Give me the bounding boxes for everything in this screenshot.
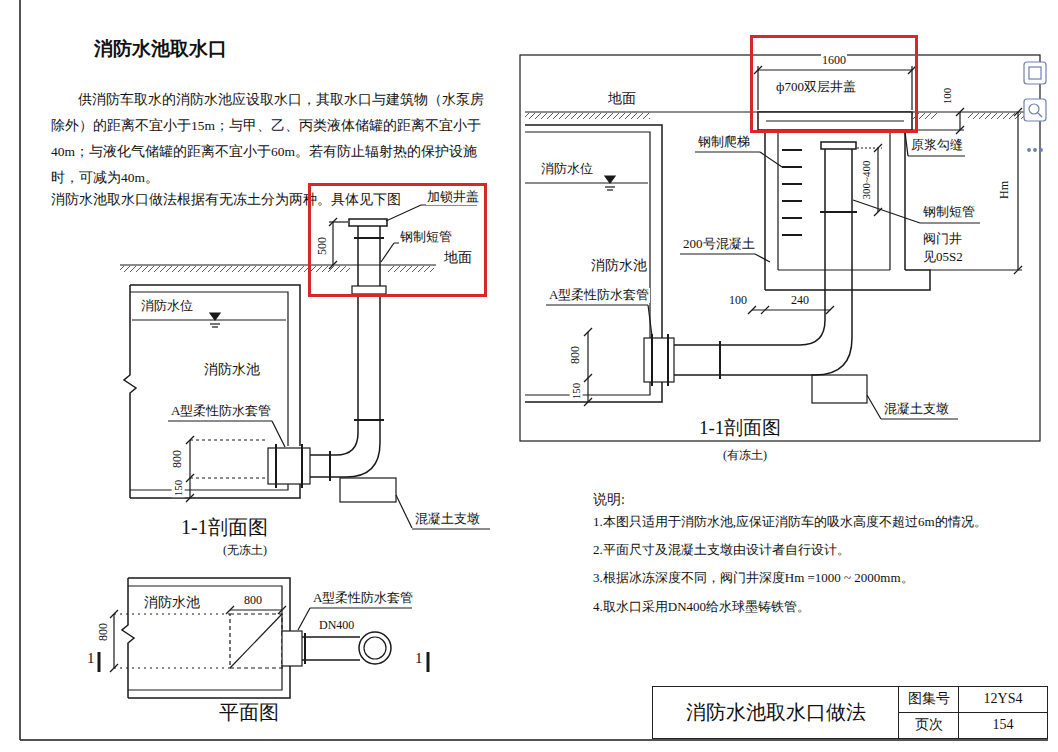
pipe-callout: 钢制短管	[922, 205, 976, 220]
view-title: 平面图	[218, 701, 280, 724]
dimension: 100	[728, 294, 748, 308]
dimension: 800	[97, 622, 111, 642]
ladder-callout: 钢制爬梯	[697, 135, 751, 150]
title-cell: 154	[958, 712, 1048, 739]
intro-note: 消防水池取水口做法根据有无冻土分为两种。具体见下图	[50, 192, 402, 208]
sheet-heading: 消防水池取水口	[93, 38, 228, 60]
highlight-box: 1600 ф700双层井盖	[750, 35, 918, 133]
highlight-box: 加锁井盖 500 钢制短管地面	[308, 183, 487, 297]
pier-callout: 混凝土支墩	[414, 512, 481, 527]
dimension: 800	[171, 449, 185, 469]
dimension: 150	[570, 382, 583, 401]
dimension: 240	[790, 294, 810, 308]
intro-paragraph: 供消防车取水的消防水池应设取水口，其取水口与建筑物（水泵房除外）的距离不宜小于1…	[50, 87, 492, 191]
reference-note: 见05S2	[922, 250, 964, 265]
section-mark: 1	[414, 650, 424, 667]
note-line: 3.根据冰冻深度不同，阀门井深度Hm =1000 ~ 2000mm。	[592, 571, 915, 586]
water-level: 消防水位	[140, 299, 194, 314]
ground-label: 地面	[607, 91, 637, 107]
pipe-size: DN400	[318, 619, 355, 633]
well-callout: 阀门井	[922, 232, 963, 247]
notes-heading: 说明:	[592, 492, 626, 508]
box-text: 12YS4	[983, 691, 1024, 707]
box-text: 钢制短管	[399, 230, 453, 245]
dimension: Hm	[998, 180, 1012, 200]
joint-callout: 原浆勾缝	[910, 138, 964, 153]
sleeve-callout: A型柔性防水套管	[170, 404, 272, 419]
box-text: 图集号	[907, 691, 951, 707]
note-line: 1.本图只适用于消防水池,应保证消防车的吸水高度不超过6m的情况。	[592, 515, 988, 530]
pool-name: 消防水池	[143, 595, 201, 611]
box-text: ф700双层井盖	[775, 80, 857, 95]
sleeve-callout: A型柔性防水套管	[548, 288, 650, 303]
note-line: 2.平面尺寸及混凝土支墩由设计者自行设计。	[592, 543, 851, 558]
title-cell: 图集号	[898, 686, 959, 713]
dimension: 150	[172, 479, 185, 498]
pool-name: 消防水池	[203, 362, 261, 378]
pier-callout: 混凝土支墩	[883, 402, 950, 417]
box-text: 消防水池取水口做法	[685, 701, 867, 724]
section-subtitle: (有冻土)	[722, 449, 768, 463]
water-level: 消防水位	[540, 162, 594, 177]
note-line: 4.取水口采用DN400给水球墨铸铁管。	[592, 600, 811, 615]
dimension: 800	[243, 594, 263, 608]
concrete-callout: 200号混凝土	[682, 237, 756, 252]
dimension: 100	[941, 87, 954, 106]
box-text: 154	[992, 717, 1015, 733]
section-subtitle: (无冻土)	[222, 544, 268, 558]
section-title: 1-1剖面图	[180, 516, 269, 539]
section-title: 1-1剖面图	[698, 417, 782, 439]
sleeve-callout: A型柔性防水套管	[312, 591, 414, 606]
box-text: 1600	[821, 54, 847, 68]
title-cell: 页次	[898, 712, 959, 739]
dimension: 300~400	[860, 160, 873, 201]
title-cell: 12YS4	[958, 686, 1048, 713]
box-text: 加锁井盖	[426, 190, 480, 205]
section-mark: 1	[86, 650, 96, 667]
pool-name: 消防水池	[590, 258, 648, 274]
box-text: 页次	[914, 717, 944, 733]
box-text: 500	[316, 236, 330, 256]
dimension: 800	[569, 345, 583, 365]
title-cell: 消防水池取水口做法	[652, 686, 899, 739]
box-text: 地面	[443, 250, 473, 266]
